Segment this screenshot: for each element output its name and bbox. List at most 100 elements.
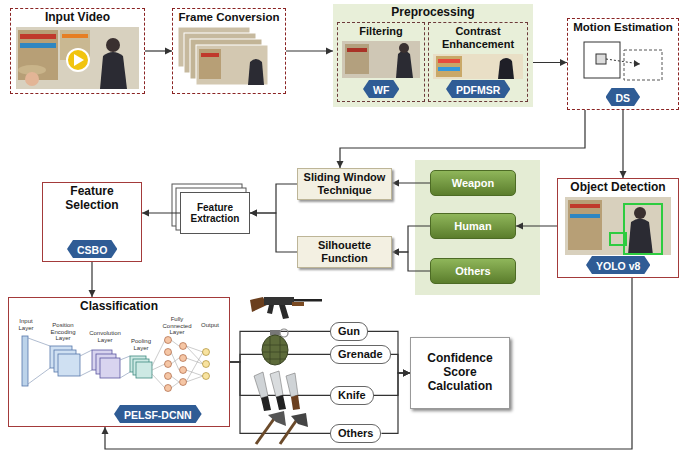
node-label: Feature Selection	[52, 183, 132, 213]
play-button	[67, 49, 89, 71]
neuron	[165, 385, 172, 392]
neuron	[180, 379, 187, 386]
arrow-head	[620, 171, 627, 178]
layer-label: Convolution Layer	[86, 330, 124, 343]
knife-blade	[254, 372, 268, 398]
node-label: Others	[455, 265, 490, 278]
arrow-head	[403, 370, 410, 377]
connector	[392, 180, 430, 187]
knife-blade	[270, 371, 283, 397]
neuron	[180, 343, 187, 350]
node-label: Feature Extraction	[183, 202, 247, 225]
node-label: CSBO	[77, 242, 107, 256]
axe-handle	[280, 418, 298, 444]
node-label: Others	[338, 427, 373, 440]
result-box: Confidence Score Calculation	[410, 337, 510, 409]
node-label: PDFMSR	[456, 82, 500, 96]
connector	[250, 210, 297, 253]
group-box: PreprocessingFilteringWFContrast Enhance…	[333, 4, 533, 107]
output-neuron	[203, 361, 210, 368]
technique-box: Sliding Window Technique	[297, 168, 392, 200]
connector-line	[286, 50, 333, 51]
connector	[337, 110, 586, 168]
layer-label: Fully Connected Layer	[156, 316, 198, 336]
layer-link	[80, 350, 92, 376]
connector	[533, 59, 567, 66]
human-box	[624, 204, 662, 254]
node-label: Filtering	[338, 23, 424, 38]
shelf	[18, 30, 58, 80]
person	[628, 219, 653, 256]
connector	[142, 210, 180, 217]
shelf	[568, 200, 602, 250]
class-box: Human	[430, 213, 516, 239]
node-label: WF	[373, 82, 389, 96]
method-badge: CSBO	[67, 240, 117, 258]
node-label: Gun	[338, 325, 360, 338]
node-label: Object Detection	[558, 179, 678, 195]
arrow-head	[89, 290, 96, 297]
node-label: Human	[454, 220, 491, 233]
connector-line	[250, 184, 297, 213]
shelf-goods	[438, 67, 460, 71]
arrow-head	[326, 48, 333, 55]
detected-classes-panel	[415, 160, 540, 295]
axe-handle	[256, 416, 276, 444]
stage-box: ClassificationPELSF-DCNN	[8, 297, 230, 427]
input-layer	[22, 336, 28, 386]
step-box: FilteringWF	[337, 22, 425, 102]
node-label: Silhouette Function	[302, 239, 387, 264]
knife-handle	[261, 396, 271, 411]
detection-frame	[565, 197, 671, 255]
arrow-head	[392, 249, 399, 256]
arrow-head	[516, 223, 523, 230]
filtered-frame	[342, 41, 420, 78]
shelf-goods	[62, 34, 88, 38]
arrow-head	[102, 427, 109, 434]
node-label: Sliding Window Technique	[302, 171, 387, 196]
search-window	[624, 50, 662, 80]
layer-label: Position Encoding Layer	[44, 322, 82, 342]
frame	[196, 45, 268, 85]
output-neuron	[203, 373, 210, 380]
connector	[374, 370, 411, 396]
shelf	[345, 44, 369, 74]
node-label: Grenade	[338, 348, 383, 361]
shelf-goods	[347, 48, 367, 52]
node-label: Preprocessing	[333, 4, 533, 20]
axe-head	[268, 411, 286, 426]
neuron	[165, 373, 172, 380]
connector	[89, 262, 96, 297]
layer-link	[120, 356, 130, 378]
connector	[620, 110, 627, 178]
node-label: Contrast Enhancement	[429, 23, 527, 50]
node-label: Motion Estimation	[568, 19, 678, 34]
class-box: Weapon	[430, 170, 516, 196]
method-badge: WF	[363, 80, 399, 98]
node-label: Input Video	[11, 9, 144, 25]
output-pill: Grenade	[330, 345, 391, 364]
arrow-head	[403, 370, 410, 377]
output-pill: Knife	[330, 386, 374, 405]
node-label: Confidence Score Calculation	[419, 352, 501, 393]
connector	[230, 362, 330, 433]
arrow-head	[250, 210, 257, 217]
shelf	[199, 49, 221, 79]
feature-map	[136, 362, 152, 378]
neuron	[180, 367, 187, 374]
person	[248, 59, 264, 85]
neuron	[165, 337, 172, 344]
node-label: Knife	[338, 389, 366, 402]
connector-line	[105, 278, 632, 449]
node-label: Weapon	[452, 177, 495, 190]
gun-handguard	[292, 302, 304, 306]
video-frame	[16, 27, 139, 89]
connector-line	[391, 354, 410, 373]
method-badge: YOLO v8	[586, 256, 650, 274]
shelf-goods	[20, 43, 56, 48]
arrow-head	[165, 48, 172, 55]
shelf-goods	[570, 214, 600, 218]
layer-label: Input Layer	[12, 318, 40, 331]
